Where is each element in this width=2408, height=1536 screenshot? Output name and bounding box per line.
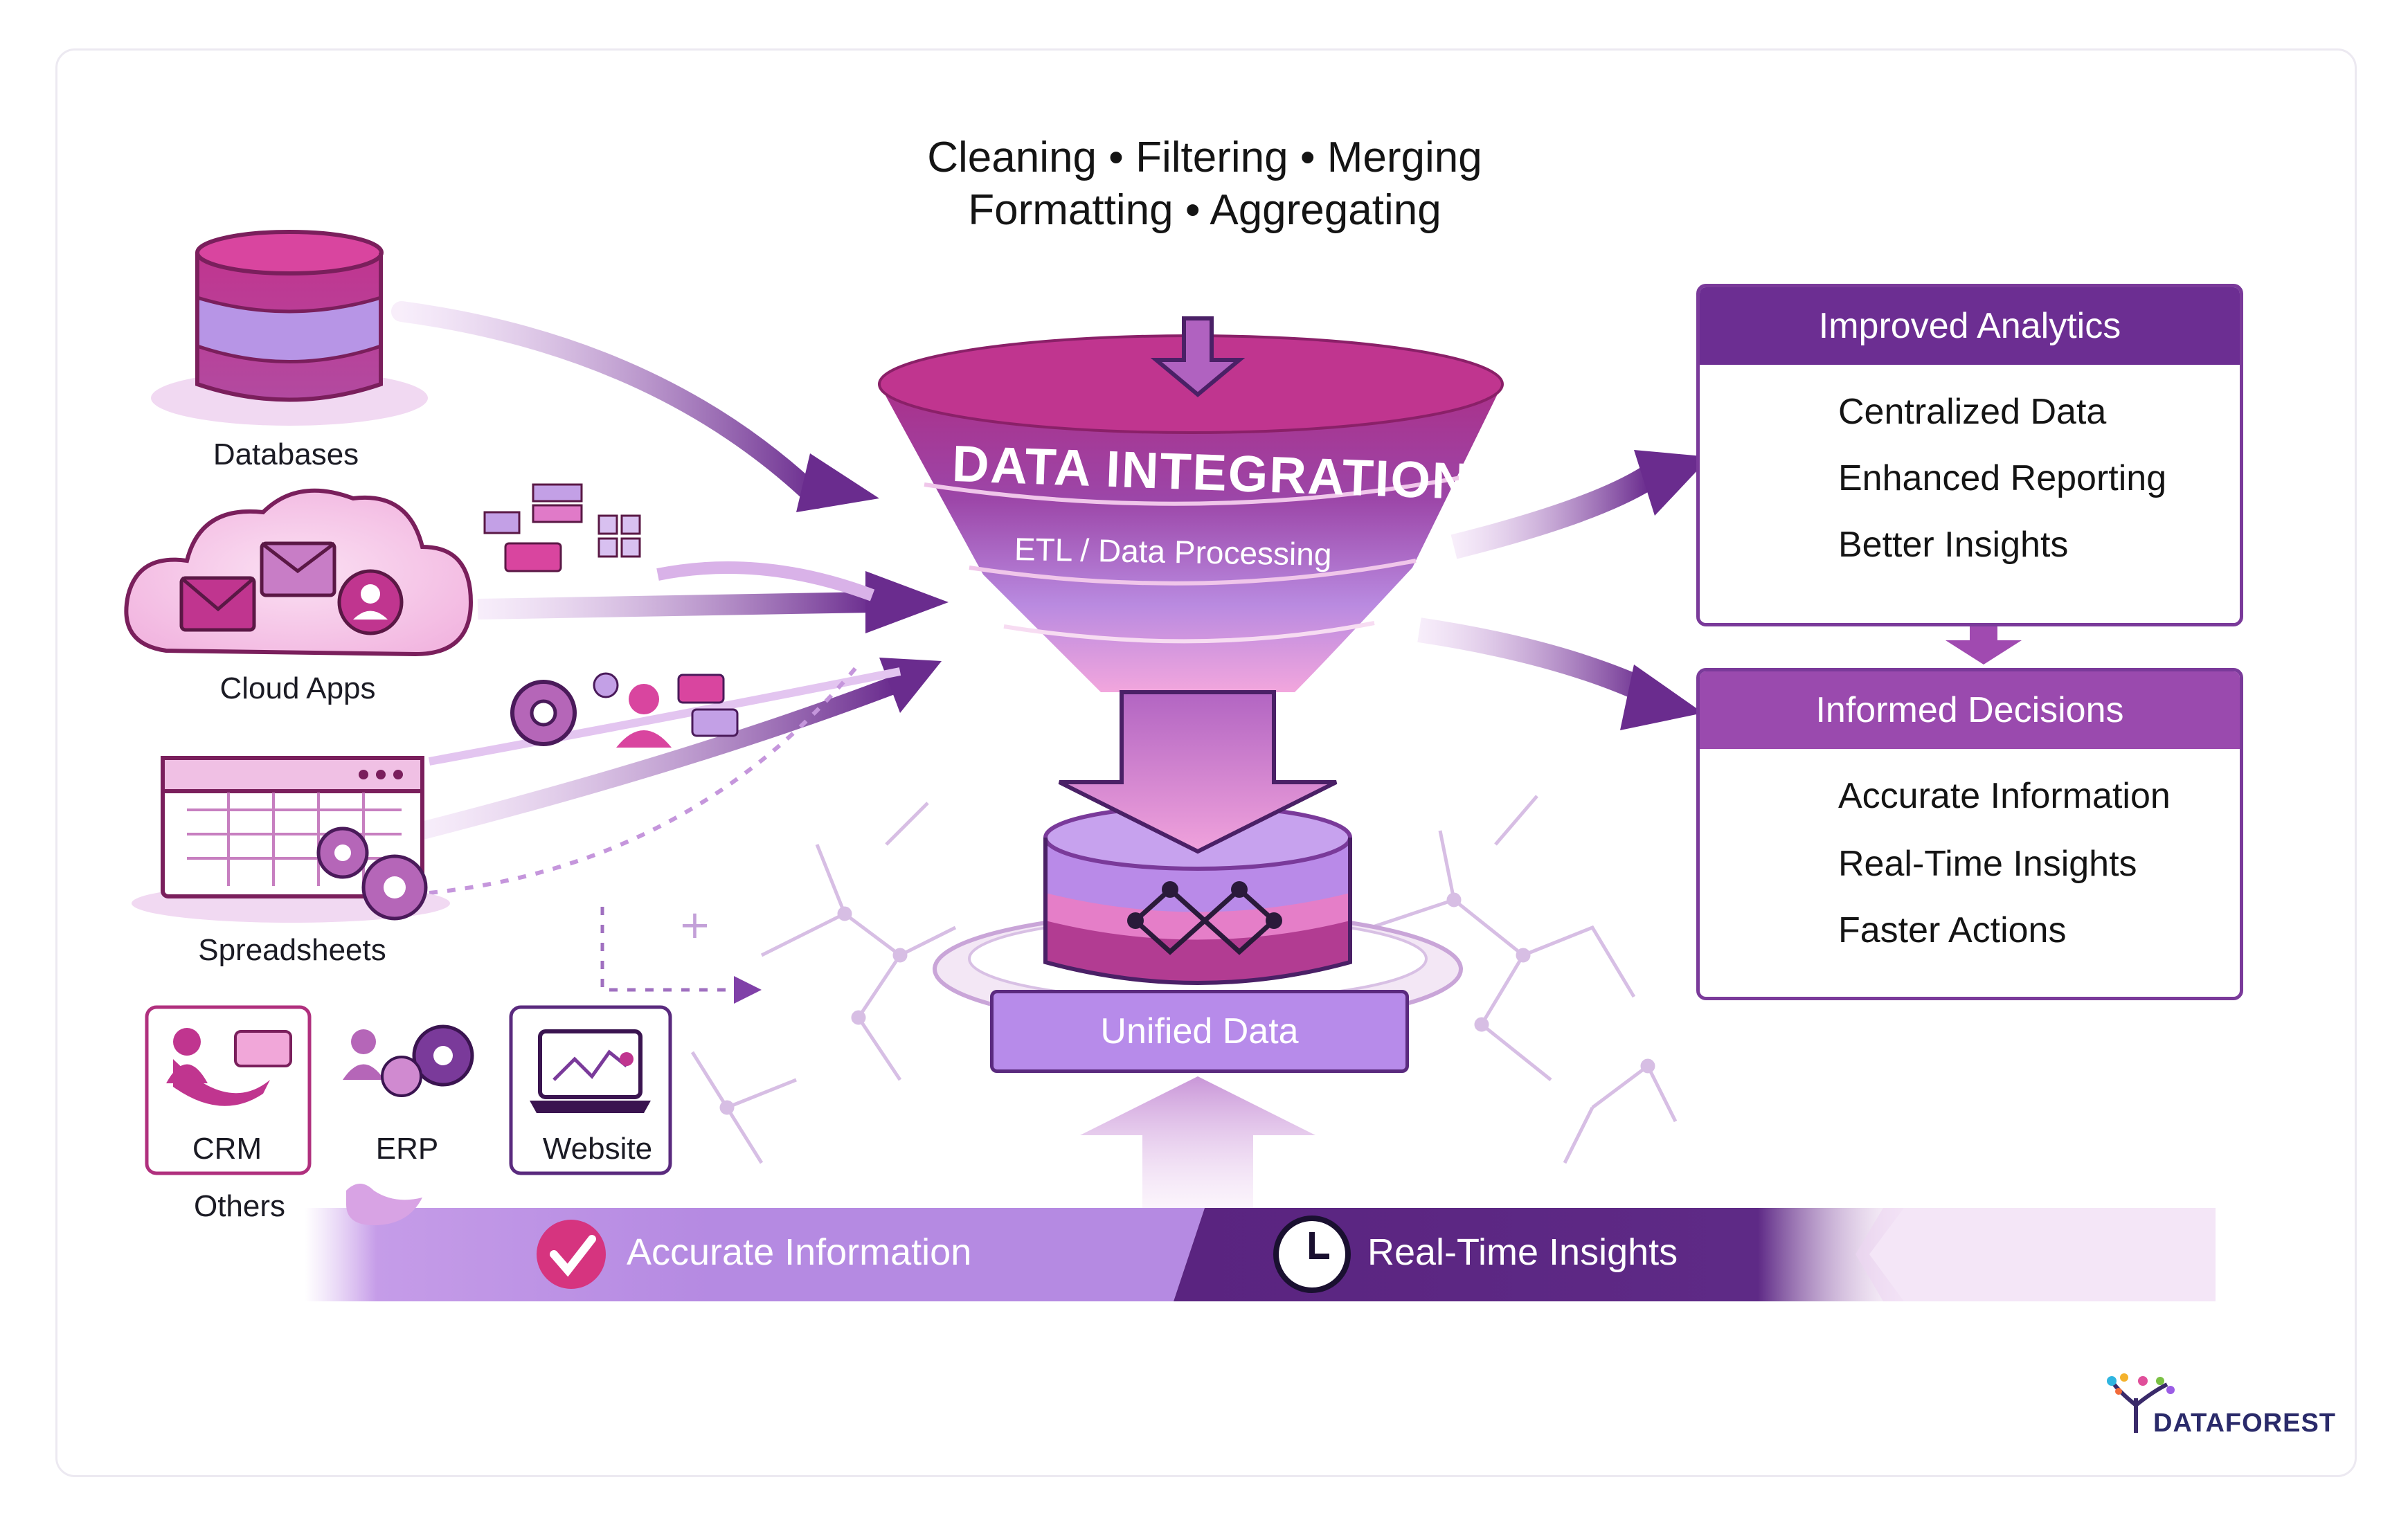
process-steps-line-1: Cleaning • Filtering • Merging xyxy=(927,134,1482,181)
erp-icon xyxy=(343,1024,474,1097)
banner-accurate-information: Accurate Information xyxy=(627,1231,972,1273)
informed-decisions-panel: Informed Decisions Accurate Information … xyxy=(1696,668,2243,1000)
svg-text:+: + xyxy=(679,903,711,948)
database-stack-icon xyxy=(151,230,428,426)
source-label-others: Others xyxy=(193,1189,286,1223)
incoming-arrows: + xyxy=(391,301,949,1004)
spreadsheet-icon xyxy=(132,756,450,923)
dataforest-logo-icon xyxy=(2107,1373,2175,1433)
improved-analytics-panel: Improved Analytics Centralized Data Enha… xyxy=(1696,284,2243,626)
informed-decisions-title: Informed Decisions xyxy=(1700,671,2240,749)
crm-icon xyxy=(166,1028,292,1106)
unified-data-label: Unified Data xyxy=(1100,1011,1299,1051)
decision-item-accurate-information: Accurate Information xyxy=(1838,776,2171,816)
network-background xyxy=(690,795,1678,1164)
gears-people-icon xyxy=(510,672,739,748)
data-integration-funnel xyxy=(878,316,1504,854)
files-icon xyxy=(483,483,641,572)
outgoing-arrows xyxy=(1417,450,2022,730)
source-label-crm: CRM xyxy=(192,1132,262,1166)
website-icon xyxy=(530,1029,651,1113)
cloud-apps-icon xyxy=(124,488,474,657)
analytics-item-centralized-data: Centralized Data xyxy=(1838,392,2107,432)
analytics-item-enhanced-reporting: Enhanced Reporting xyxy=(1838,458,2167,498)
unified-data-label-box: Unified Data xyxy=(990,990,1409,1073)
source-label-cloud-apps: Cloud Apps xyxy=(219,671,376,705)
improved-analytics-title: Improved Analytics xyxy=(1700,287,2240,365)
source-label-databases: Databases xyxy=(213,437,359,471)
source-label-website: Website xyxy=(542,1132,653,1166)
banner-real-time-insights: Real-Time Insights xyxy=(1367,1231,1678,1273)
up-arrow xyxy=(1080,1076,1315,1211)
decision-item-real-time-insights: Real-Time Insights xyxy=(1838,844,2137,884)
decision-item-faster-actions: Faster Actions xyxy=(1838,910,2067,950)
funnel-subtitle: ETL / Data Processing xyxy=(1014,531,1332,572)
brand-name: DATAFOREST xyxy=(2153,1409,2337,1438)
source-label-spreadsheets: Spreadsheets xyxy=(198,933,386,967)
analytics-item-better-insights: Better Insights xyxy=(1838,525,2069,565)
bird-icon xyxy=(346,1184,422,1225)
source-label-erp: ERP xyxy=(375,1132,439,1166)
bottom-banner xyxy=(305,1208,2216,1301)
process-steps-line-2: Formatting • Aggregating xyxy=(968,186,1441,234)
unified-data-cylinder xyxy=(1043,804,1352,985)
